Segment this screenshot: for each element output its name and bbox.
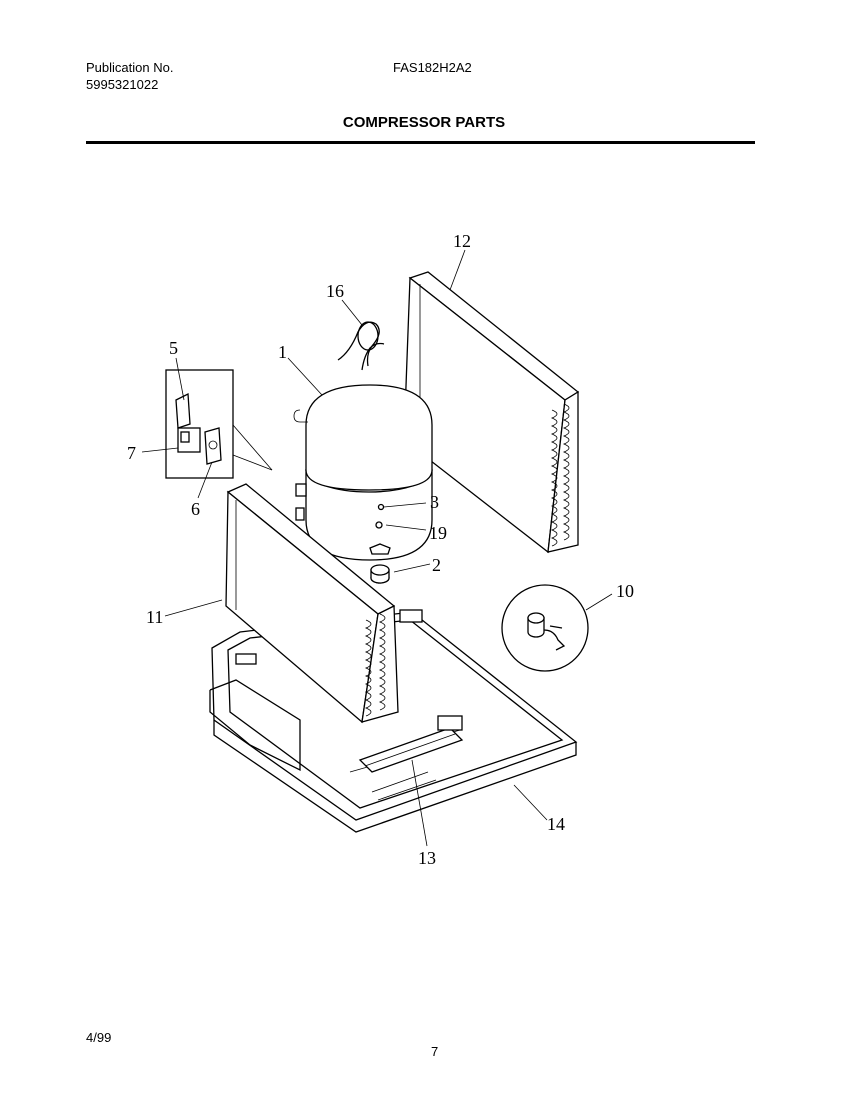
page-title: COMPRESSOR PARTS bbox=[342, 114, 506, 131]
callout-2: 2 bbox=[432, 555, 441, 575]
tubing-drawing bbox=[337, 321, 385, 371]
callout-5: 5 bbox=[169, 338, 178, 358]
callout-11: 11 bbox=[146, 607, 163, 627]
compressor-drawing bbox=[293, 384, 433, 561]
callout-10: 10 bbox=[616, 581, 634, 601]
callout-12: 12 bbox=[453, 231, 471, 251]
header-rule bbox=[86, 141, 755, 144]
grommet-drawing bbox=[370, 564, 390, 584]
leader-lines bbox=[141, 249, 613, 847]
mount-detail-drawing bbox=[501, 584, 589, 672]
relay-overload-box-drawing bbox=[165, 369, 273, 479]
callout-19: 19 bbox=[429, 523, 447, 543]
callout-1: 1 bbox=[278, 342, 287, 362]
rear-coil-drawing bbox=[403, 271, 580, 554]
callout-16: 16 bbox=[326, 281, 344, 301]
page-number: 7 bbox=[431, 1044, 439, 1059]
front-coil-drawing bbox=[225, 483, 423, 724]
callout-13: 13 bbox=[418, 848, 436, 868]
model-number: FAS182H2A2 bbox=[393, 60, 472, 75]
callout-3: 3 bbox=[430, 492, 439, 512]
base-rail-drawing bbox=[358, 715, 464, 773]
publication-number: 5995321022 bbox=[86, 77, 159, 92]
callout-6: 6 bbox=[191, 499, 200, 519]
callout-7: 7 bbox=[127, 443, 136, 463]
callout-14: 14 bbox=[547, 814, 565, 834]
publication-label: Publication No. bbox=[86, 60, 174, 75]
revision-date: 4/99 bbox=[86, 1030, 112, 1045]
